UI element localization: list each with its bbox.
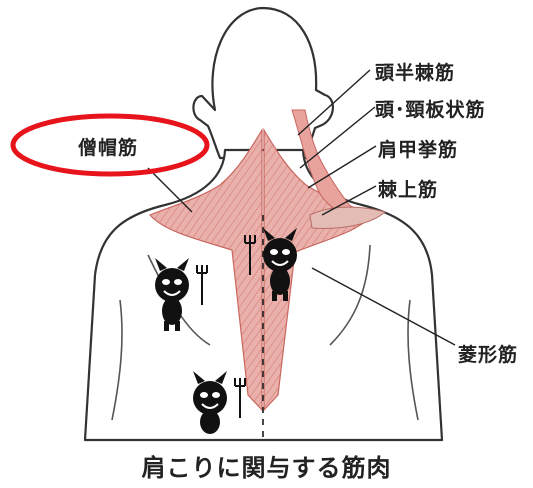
diagram-caption: 肩こりに関与する筋肉 [0, 448, 533, 483]
label-supraspinatus: 棘上筋 [378, 175, 438, 202]
label-semispinalis-capitis: 頭半棘筋 [375, 58, 455, 85]
label-levator-scapulae: 肩甲挙筋 [378, 135, 458, 162]
label-rhomboid: 菱形筋 [458, 340, 518, 367]
label-trapezius: 僧帽筋 [78, 133, 138, 160]
head [193, 8, 332, 158]
label-splenius: 頭･頸板状筋 [375, 95, 486, 122]
